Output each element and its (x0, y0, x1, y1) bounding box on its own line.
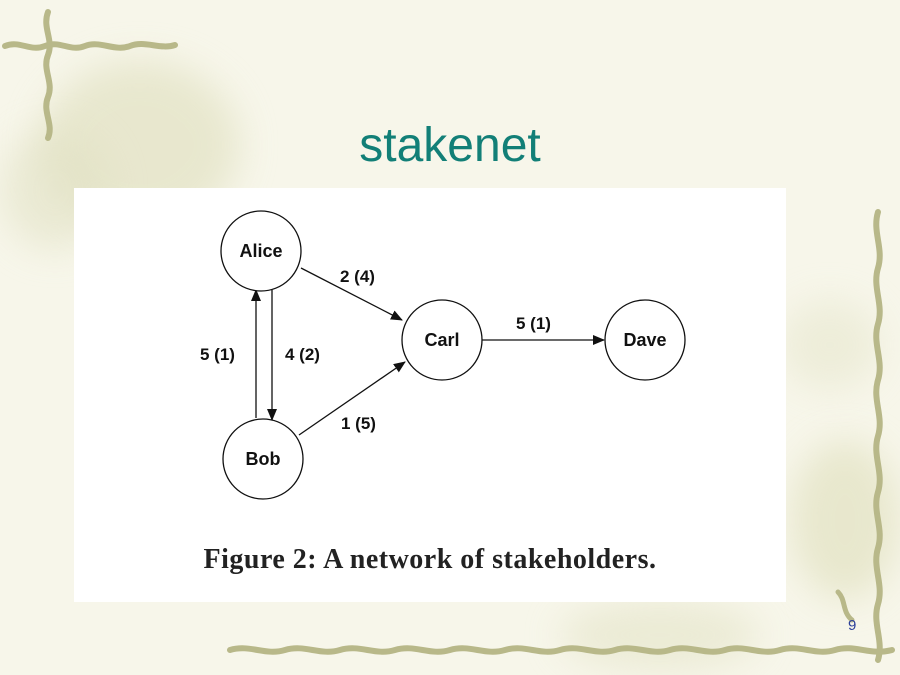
leaf-blotch (780, 300, 880, 390)
leaf-blotch (560, 600, 760, 670)
node-carl: Carl (401, 299, 483, 381)
page-number: 9 (848, 617, 857, 634)
node-label-bob: Bob (246, 449, 281, 469)
edge-label-bob-alice: 5 (1) (200, 345, 235, 364)
node-bob: Bob (222, 418, 304, 500)
node-label-dave: Dave (623, 330, 666, 350)
slide-title: stakenet (359, 119, 541, 172)
stakeholder-network-diagram: 2 (4) 4 (2) 5 (1) 1 (5) 5 (1) Alice Bob … (200, 210, 686, 500)
figure-caption: Figure 2: A network of stakeholders. (203, 544, 657, 575)
edge-alice-to-carl (300, 267, 403, 321)
edge-label-alice-carl: 2 (4) (340, 267, 375, 286)
edge-label-alice-bob: 4 (2) (285, 345, 320, 364)
edge-label-bob-carl: 1 (5) (341, 414, 376, 433)
leaf-blotch (790, 440, 900, 600)
node-alice: Alice (220, 210, 302, 292)
figure-panel: 2 (4) 4 (2) 5 (1) 1 (5) 5 (1) Alice Bob … (74, 188, 786, 602)
edge-bob-to-carl (298, 361, 406, 436)
node-label-carl: Carl (424, 330, 459, 350)
node-dave: Dave (604, 299, 686, 381)
edge-label-carl-dave: 5 (1) (516, 314, 551, 333)
node-label-alice: Alice (239, 241, 282, 261)
